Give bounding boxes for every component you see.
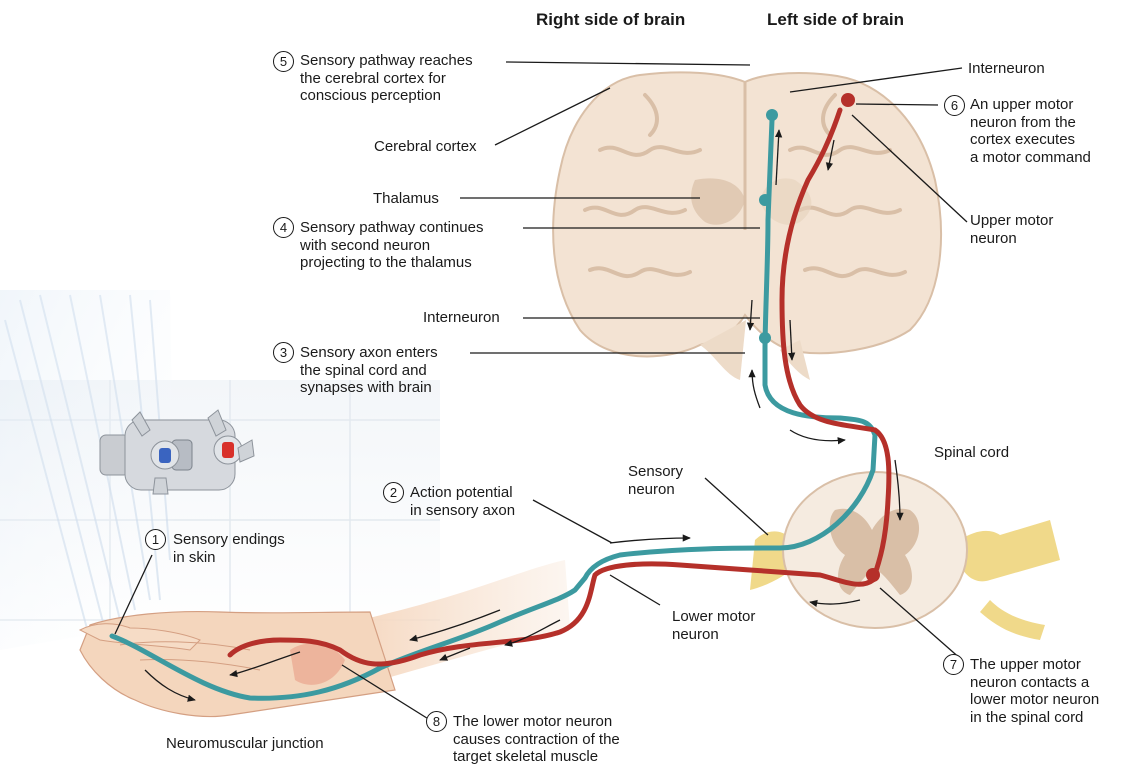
label-cerebral-cortex: Cerebral cortex <box>374 138 477 156</box>
label-neuromuscular-junction: Neuromuscular junction <box>166 735 324 753</box>
label-interneuron-cortex: Interneuron <box>968 60 1045 78</box>
step-4-label: Sensory pathway continues with second ne… <box>300 219 483 272</box>
label-lower-motor-neuron: Lower motor neuron <box>672 608 755 643</box>
step-8-marker: 8 <box>426 711 447 732</box>
step-1-label: Sensory endings in skin <box>173 531 285 566</box>
label-interneuron-brain: Interneuron <box>423 309 500 327</box>
step-6-marker: 6 <box>944 95 965 116</box>
step-7-marker: 7 <box>943 654 964 675</box>
step-2-marker: 2 <box>383 482 404 503</box>
heading-right-side: Right side of brain <box>536 10 685 30</box>
step-5-marker: 5 <box>273 51 294 72</box>
spinal-cord-section <box>750 472 1060 640</box>
step-8-label: The lower motor neuron causes contractio… <box>453 713 620 766</box>
label-sensory-neuron: Sensory neuron <box>628 463 683 498</box>
step-4-marker: 4 <box>273 217 294 238</box>
step-7-label: The upper motor neuron contacts a lower … <box>970 656 1099 726</box>
heading-left-side: Left side of brain <box>767 10 904 30</box>
step-6-label: An upper motor neuron from the cortex ex… <box>970 96 1091 166</box>
label-spinal-cord: Spinal cord <box>934 444 1009 462</box>
brain-cross-section <box>553 72 941 380</box>
step-1-marker: 1 <box>145 529 166 550</box>
step-5-label: Sensory pathway reaches the cerebral cor… <box>300 52 473 105</box>
step-2-label: Action potential in sensory axon <box>410 484 515 519</box>
step-3-label: Sensory axon enters the spinal cord and … <box>300 344 438 397</box>
hot-tap-icon <box>222 442 234 458</box>
label-thalamus: Thalamus <box>373 190 439 208</box>
label-upper-motor-neuron: Upper motor neuron <box>970 212 1053 247</box>
step-3-marker: 3 <box>273 342 294 363</box>
cold-tap-icon <box>159 448 171 463</box>
